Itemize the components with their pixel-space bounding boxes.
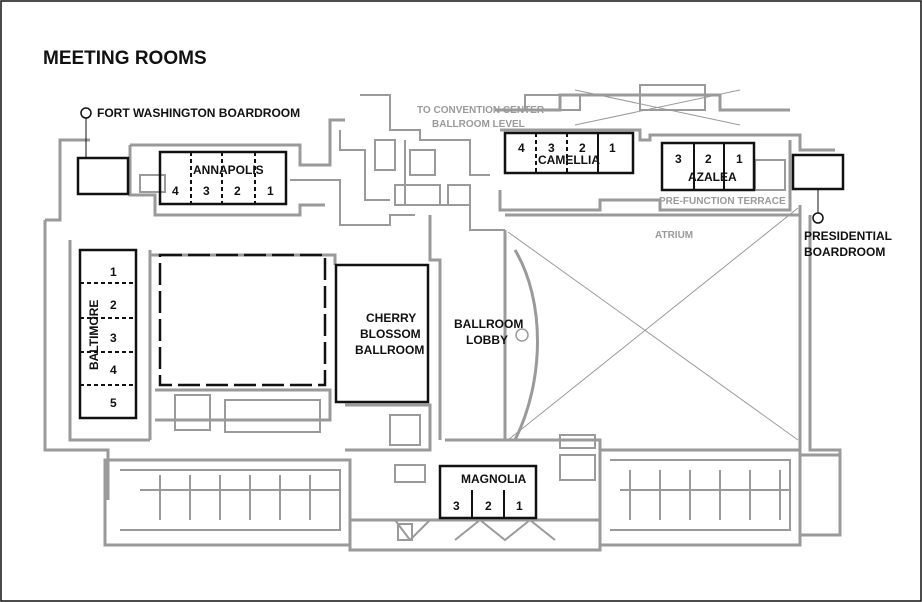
camellia-room-3: 3 xyxy=(548,141,555,155)
baltimore-room-3: 3 xyxy=(110,331,117,345)
annapolis-room-2: 2 xyxy=(234,184,241,198)
baltimore-room-1: 1 xyxy=(110,265,117,279)
annapolis-room-1: 1 xyxy=(267,184,274,198)
pre-function-terrace-label: PRE-FUNCTION TERRACE xyxy=(659,196,786,207)
convention-center-label: TO CONVENTION CENTER xyxy=(417,105,545,116)
atrium-cross xyxy=(507,207,799,441)
baltimore-room-2: 2 xyxy=(110,298,117,312)
baltimore-room-5: 5 xyxy=(110,396,117,410)
azalea-room-3: 3 xyxy=(675,152,682,166)
baltimore-rooms[interactable] xyxy=(78,248,138,420)
magnolia-rooms[interactable] xyxy=(438,464,538,520)
annapolis-label: ANNAPOLIS xyxy=(193,163,264,177)
magnolia-label: MAGNOLIA xyxy=(461,472,527,486)
cherry-label: CHERRY xyxy=(366,311,416,325)
annapolis-room-3: 3 xyxy=(203,184,210,198)
boardroom-label: BOARDROOM xyxy=(804,245,885,259)
cherry-ballroom-label: BALLROOM xyxy=(355,343,424,357)
cherry-blossom-ballroom[interactable] xyxy=(334,263,430,404)
baltimore-label: BALTIMORE xyxy=(87,300,101,370)
fort-washington-marker xyxy=(80,107,92,119)
azalea-room-2: 2 xyxy=(705,152,712,166)
magnolia-room-3: 3 xyxy=(453,499,460,513)
building-walls xyxy=(43,84,842,552)
azalea-label: AZALEA xyxy=(688,170,737,184)
atrium-label: ATRIUM xyxy=(655,230,693,241)
baltimore-room-4: 4 xyxy=(110,363,117,377)
camellia-rooms[interactable] xyxy=(503,131,635,175)
presidential-marker xyxy=(812,212,824,224)
grand-ballroom-outline xyxy=(158,253,327,387)
presidential-boardroom[interactable] xyxy=(791,153,845,191)
camellia-room-2: 2 xyxy=(579,141,586,155)
camellia-room-4: 4 xyxy=(518,141,525,155)
ballroom-lobby-label-1: BALLROOM xyxy=(454,317,523,331)
annapolis-rooms[interactable] xyxy=(158,150,288,206)
blossom-label: BLOSSOM xyxy=(360,327,421,341)
azalea-room-1: 1 xyxy=(736,152,743,166)
ballroom-level-label: BALLROOM LEVEL xyxy=(432,119,525,130)
map-title: MEETING ROOMS xyxy=(43,48,207,69)
presidential-label: PRESIDENTIAL xyxy=(804,229,892,243)
camellia-room-1: 1 xyxy=(609,141,616,155)
camellia-label: CAMELLIA xyxy=(538,153,600,167)
annapolis-room-4: 4 xyxy=(172,184,179,198)
magnolia-room-1: 1 xyxy=(516,499,523,513)
fort-washington-label: FORT WASHINGTON BOARDROOM xyxy=(97,106,300,120)
fort-washington-boardroom[interactable] xyxy=(76,156,130,196)
ballroom-lobby-label-2: LOBBY xyxy=(466,333,508,347)
azalea-rooms[interactable] xyxy=(660,141,756,192)
magnolia-room-2: 2 xyxy=(485,499,492,513)
